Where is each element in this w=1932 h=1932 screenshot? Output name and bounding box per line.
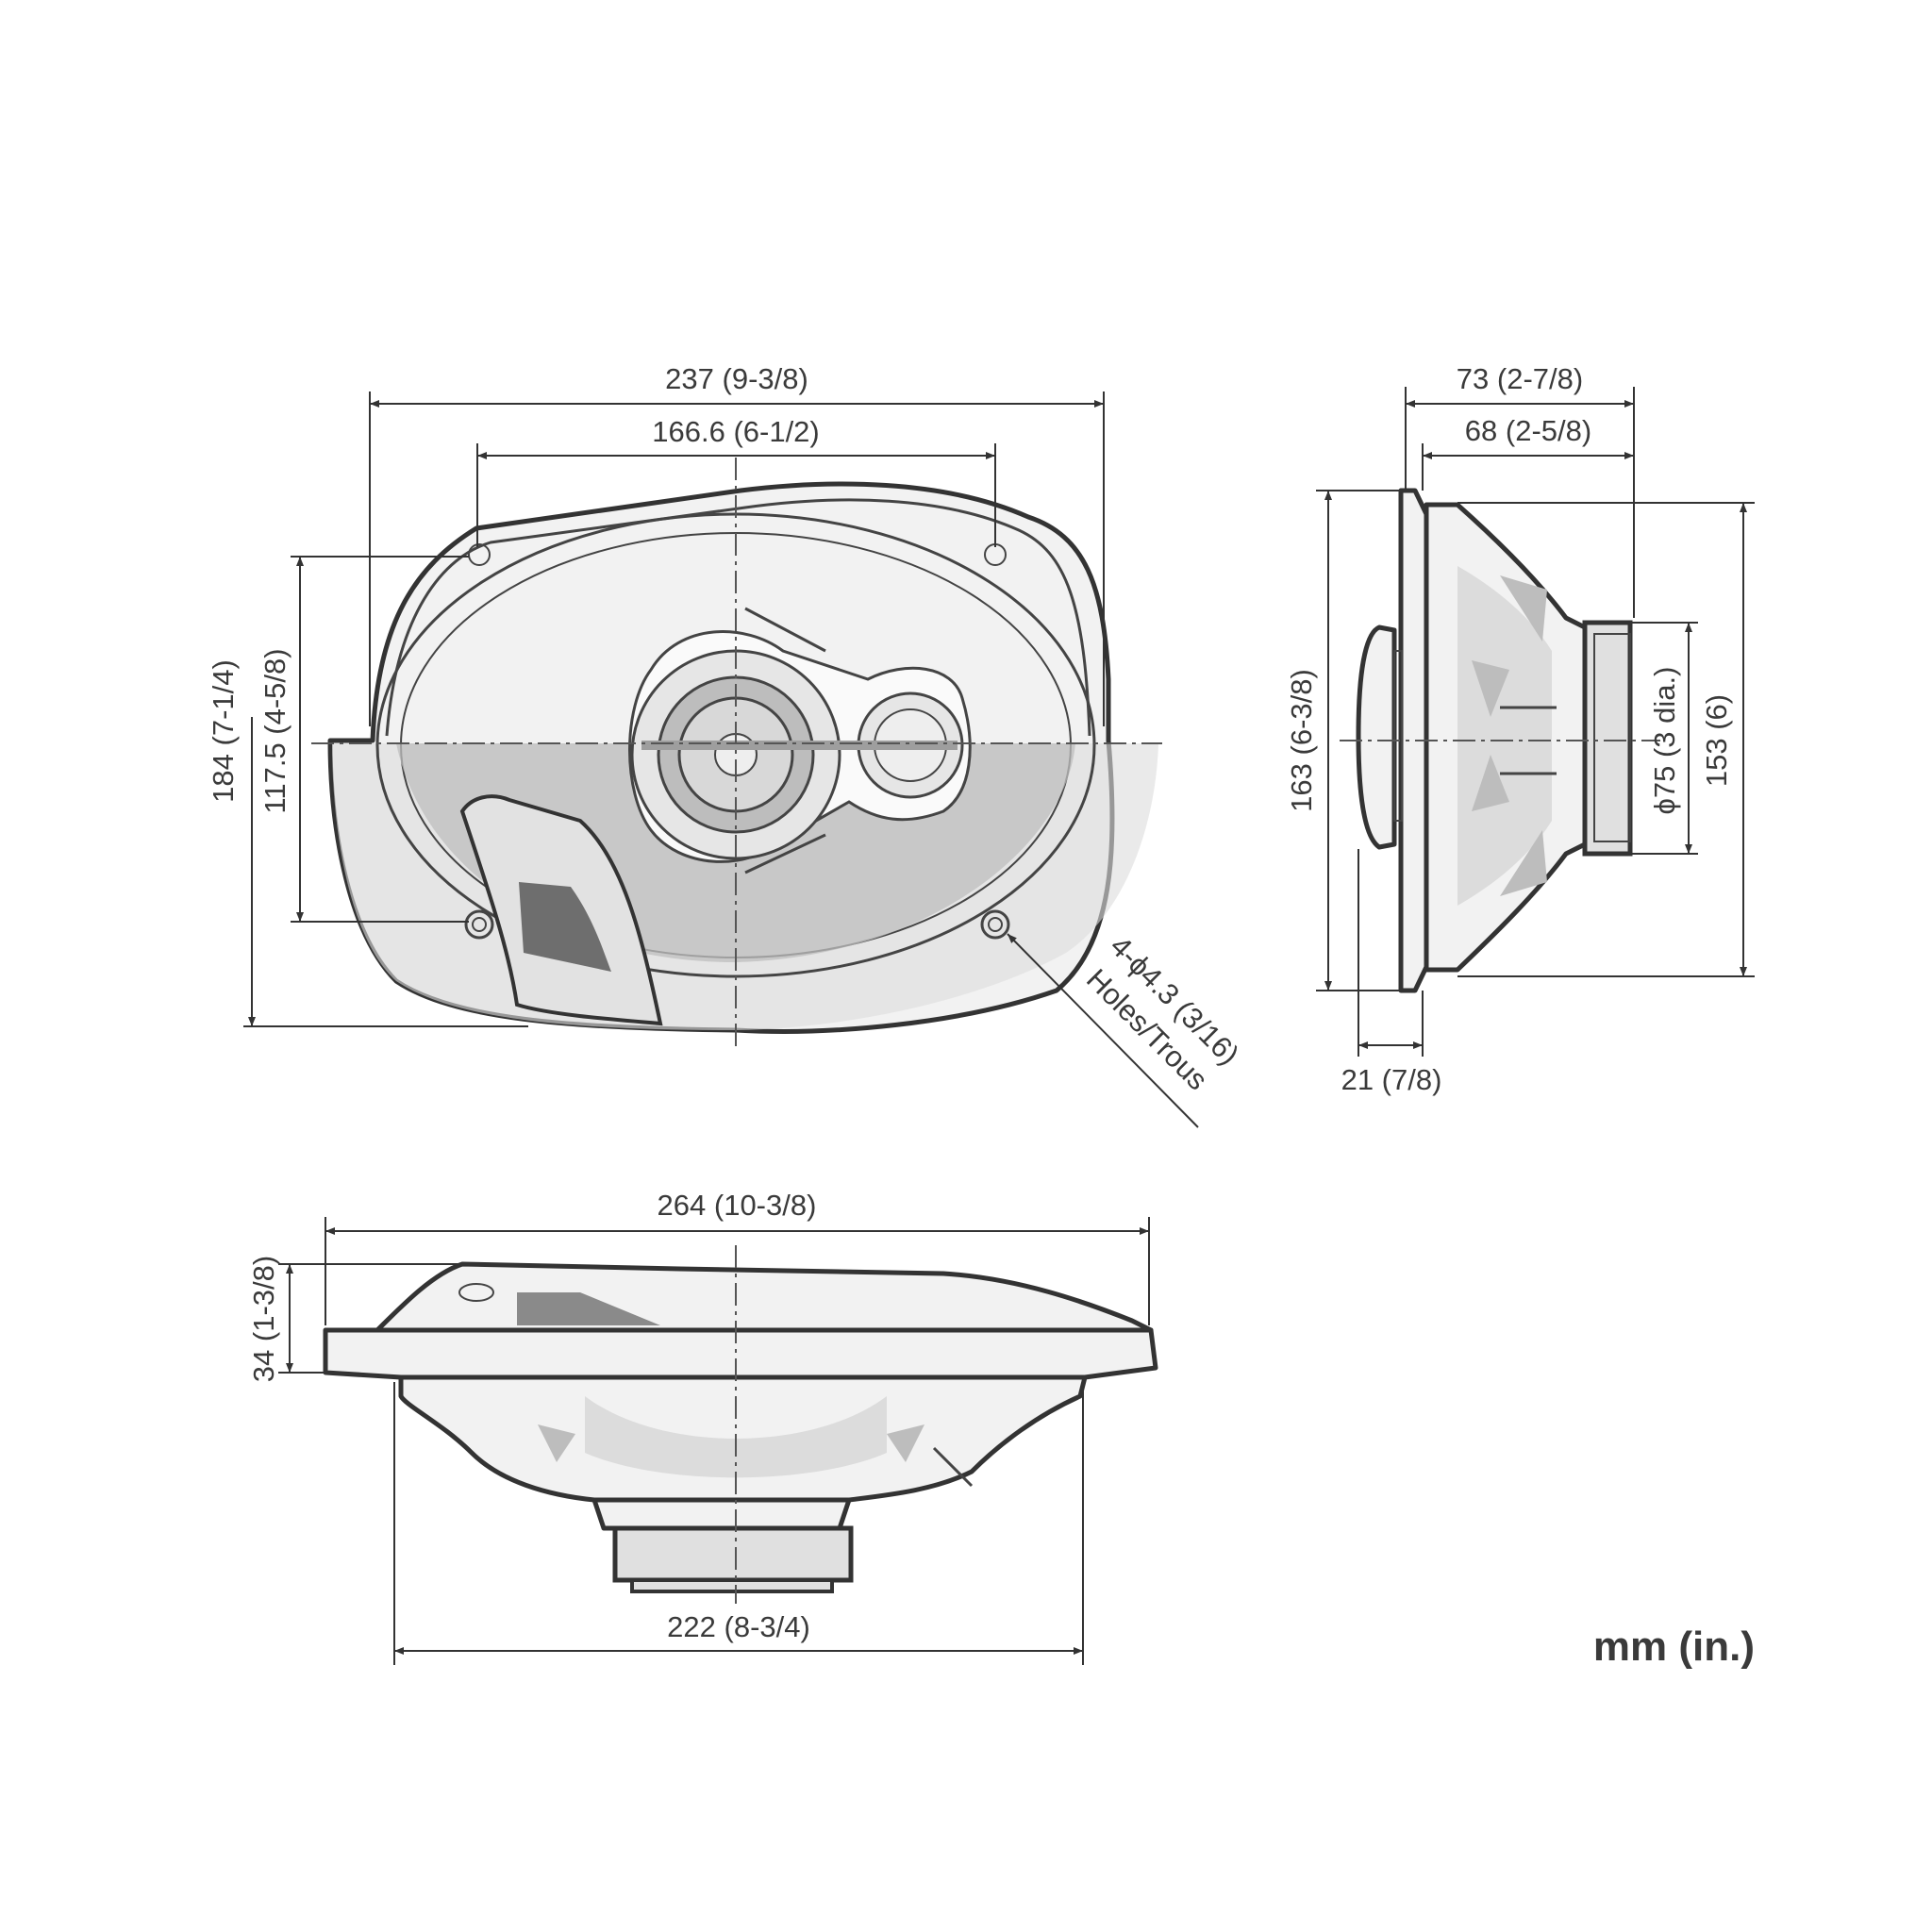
front-grille-opening bbox=[519, 882, 611, 972]
bottom-flange bbox=[323, 1327, 1158, 1380]
bottom-vent-left bbox=[538, 1424, 575, 1462]
dim-73-label: 73 (2-7/8) bbox=[1457, 362, 1583, 395]
units-label: mm (in.) bbox=[1593, 1624, 1755, 1670]
dim-153-label: 153 (6) bbox=[1700, 694, 1733, 787]
front-hole-bottom-left bbox=[464, 909, 494, 940]
front-hole-bottom-left-inner bbox=[472, 917, 487, 932]
dim-21-label: 21 (7/8) bbox=[1341, 1063, 1442, 1096]
bottom-basket-inner bbox=[585, 1396, 887, 1478]
dim-34-label: 34 (1-3/8) bbox=[247, 1256, 280, 1382]
side-magnet bbox=[1582, 620, 1633, 857]
side-tweeter bbox=[1356, 625, 1397, 850]
dim-222-label: 222 (8-3/4) bbox=[667, 1610, 810, 1643]
front-hole-bottom-right-inner bbox=[988, 917, 1003, 932]
front-inner-trim bbox=[385, 498, 1091, 737]
side-spoke-top bbox=[1500, 575, 1547, 641]
front-bridge-bar bbox=[641, 741, 958, 750]
dim-184-label: 184 (7-1/4) bbox=[207, 659, 240, 803]
side-basket-shade bbox=[1457, 566, 1552, 906]
dim-166-label: 166.6 (6-1/2) bbox=[652, 415, 820, 448]
dim-163-label: 163 (6-3/8) bbox=[1285, 669, 1318, 812]
dim-264-label: 264 (10-3/8) bbox=[658, 1189, 817, 1222]
front-hole-bottom-right bbox=[980, 909, 1010, 940]
side-spoke-bottom bbox=[1500, 830, 1547, 896]
dim-68-label: 68 (2-5/8) bbox=[1465, 414, 1591, 447]
holes-leader-line bbox=[1007, 933, 1199, 1128]
bottom-terminal bbox=[932, 1446, 974, 1488]
side-magnet-inner bbox=[1593, 633, 1631, 842]
bottom-grille-opening bbox=[517, 1292, 660, 1325]
bottom-neck bbox=[591, 1497, 852, 1531]
bottom-magnet bbox=[612, 1525, 854, 1583]
front-view: 237 (9-3/8) 166.6 (6-1/2) 184 (7-1/4) 11… bbox=[207, 362, 1245, 1128]
bottom-view: 264 (10-3/8) 34 (1-3/8) 222 (8-3/4) bbox=[247, 1189, 1158, 1665]
front-hole-top-left bbox=[468, 543, 491, 566]
side-tweeter-mount bbox=[1393, 650, 1403, 822]
front-clip-top bbox=[744, 607, 826, 653]
side-spoke-mid-bottom bbox=[1472, 755, 1509, 811]
side-view: 73 (2-7/8) 68 (2-5/8) 163 (6-3/8) ϕ75 (3… bbox=[1285, 362, 1755, 1096]
bottom-vent-right bbox=[887, 1424, 924, 1462]
bottom-grille-profile bbox=[375, 1261, 1154, 1333]
front-clip-bottom bbox=[744, 833, 826, 874]
side-spoke-mid-top bbox=[1472, 660, 1509, 717]
bottom-magnet-base bbox=[630, 1578, 834, 1593]
dim-117-label: 117.5 (4-5/8) bbox=[258, 648, 291, 813]
dim-237-label: 237 (9-3/8) bbox=[665, 362, 808, 395]
dim-75-label: ϕ75 (3 dia.) bbox=[1648, 667, 1681, 815]
bottom-hole bbox=[458, 1283, 494, 1302]
